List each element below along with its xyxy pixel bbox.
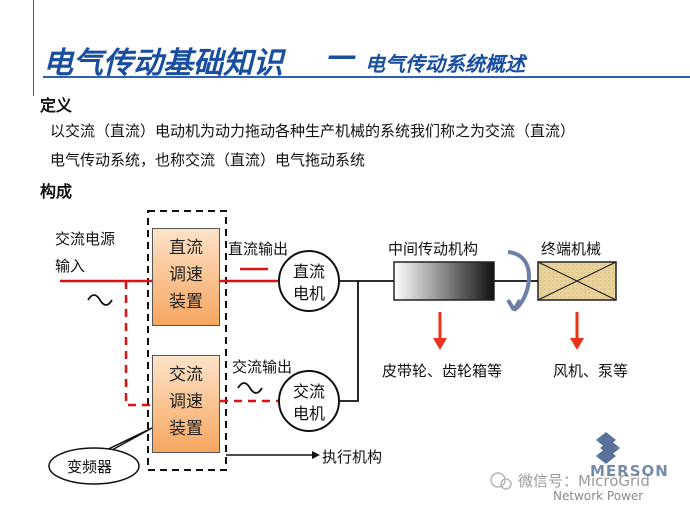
dc-output-label: 直流输出: [228, 240, 289, 258]
dc-unit-line-1: 直流: [169, 238, 203, 258]
terminal-machine-cross-2: [537, 261, 617, 301]
slide-title: 电气传动基础知识 — 电气传动系统概述: [43, 34, 683, 81]
dc-motor-line-1: 直流: [292, 262, 325, 281]
terminal-down-arrow-head: [570, 338, 584, 350]
intermediate-mechanism-label: 中间传动机构: [388, 240, 479, 258]
actuator-arrow-head: [312, 451, 320, 459]
rotation-arrow-icon: [506, 250, 531, 312]
left-vertical-rule: [33, 0, 34, 96]
ac-source-label-2: 输入: [55, 257, 86, 275]
inverter-dashed-frame: [147, 210, 227, 471]
dc-unit-line-2: 调速: [169, 265, 203, 285]
dc-motor-label: 直流 电机: [292, 261, 326, 305]
ac-shaft-line: [339, 281, 359, 402]
definition-line-1: 以交流（直流）电动机为动力拖动各种生产机械的系统我们称之为交流（直流）: [50, 122, 576, 140]
watermark-brand: MERSON: [590, 462, 669, 480]
inverter-callout-bubble: [48, 447, 140, 485]
ac-motor-label: 交流 电机: [292, 381, 326, 425]
intermediate-examples-label: 皮带轮、齿轮箱等: [382, 362, 503, 380]
ac-unit-line-2: 调速: [169, 392, 203, 412]
ac-motor-line-2: 电机: [292, 404, 325, 423]
dc-unit-line-3: 装置: [169, 292, 203, 312]
ac-input-tilde: [87, 294, 113, 306]
inverter-callout-label: 变频器: [67, 458, 113, 476]
intermediate-mechanism-block: [393, 261, 495, 301]
ac-unit-line-3: 装置: [169, 419, 203, 439]
terminal-machine-label: 终端机械: [541, 240, 602, 258]
watermark-brand-sub: Network Power: [553, 489, 644, 503]
ac-source-label-1: 交流电源: [55, 230, 116, 248]
dc-speed-control-unit: 直流 调速 装置: [152, 228, 220, 326]
terminal-examples-label: 风机、泵等: [553, 362, 629, 380]
watermark-wechat-id: 微信号：MicroGrid: [518, 472, 650, 490]
actuator-label: 执行机构: [322, 448, 383, 466]
title-dash: —: [327, 38, 357, 73]
title-main: 电气传动基础知识: [43, 46, 283, 81]
ac-output-tilde: [237, 382, 263, 394]
title-subtitle: 电气传动系统概述: [365, 52, 525, 76]
definition-line-2: 电气传动系统，也称交流（直流）电气拖动系统: [50, 151, 366, 169]
ac-branch-dashed-line: [124, 281, 152, 407]
definition-heading: 定义: [40, 96, 73, 115]
title-underline: [43, 76, 690, 78]
ac-motor-line-1: 交流: [292, 382, 325, 401]
ac-speed-control-unit: 交流 调速 装置: [152, 355, 220, 453]
ac-output-label: 交流输出: [232, 358, 293, 376]
watermark-logo-icon: [490, 432, 620, 490]
ac-unit-line-1: 交流: [169, 365, 203, 385]
dc-motor-line-2: 电机: [292, 284, 325, 303]
composition-heading: 构成: [40, 182, 73, 201]
intermediate-down-arrow-head: [433, 338, 447, 350]
